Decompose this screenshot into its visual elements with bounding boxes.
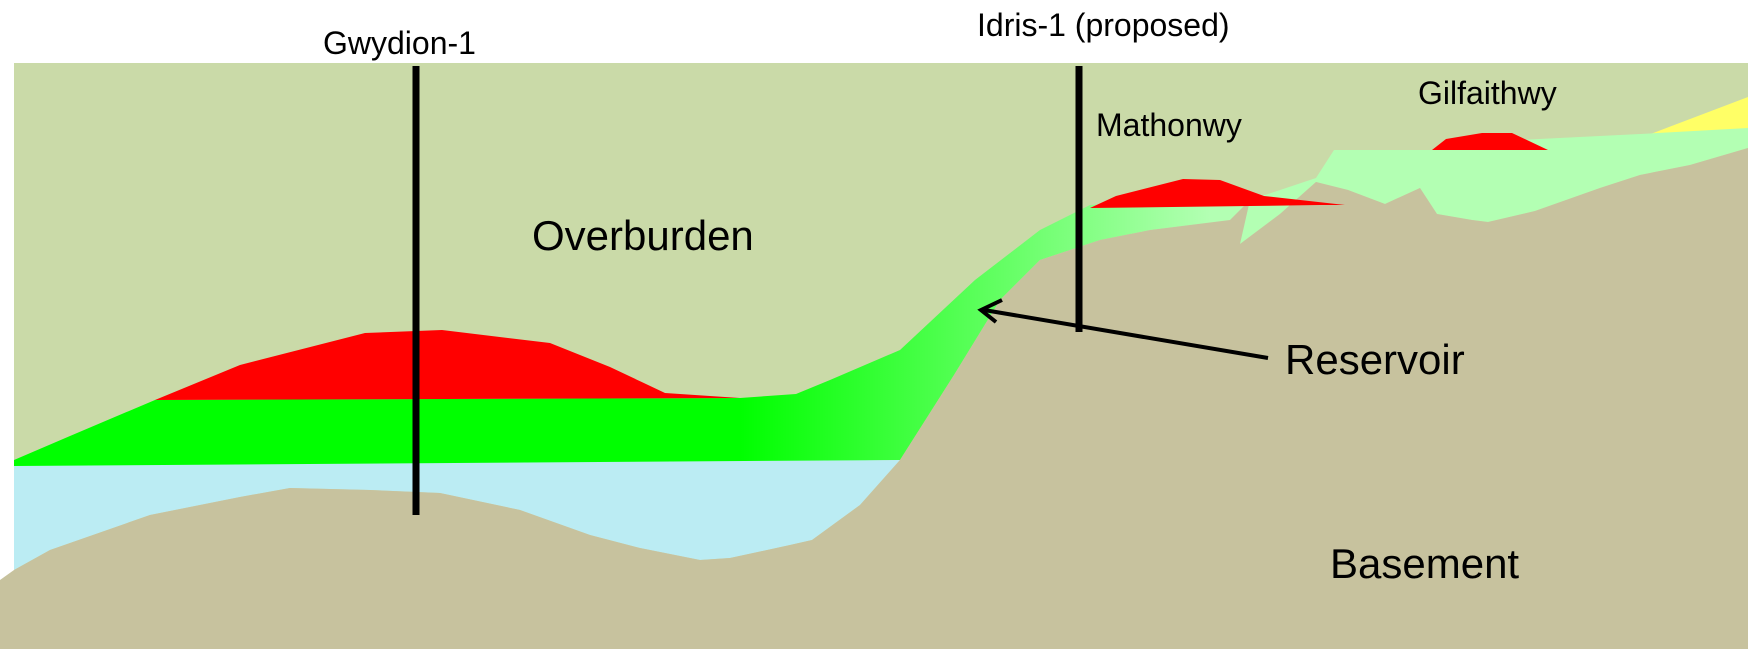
water-leg: [14, 460, 900, 570]
idris-well-label: Idris-1 (proposed): [977, 7, 1230, 43]
arrowhead-icon: [977, 298, 1003, 324]
reservoir-layer: [14, 200, 1250, 468]
reservoir-layer-upper: [1120, 128, 1748, 244]
reservoir-label: Reservoir: [1285, 336, 1465, 383]
reservoir-arrow: [983, 308, 1269, 360]
mathonwy-accumulation: [1090, 179, 1345, 208]
basement-label: Basement: [1330, 540, 1519, 587]
overburden-label: Overburden: [532, 212, 754, 259]
gwydion-accumulation: [155, 330, 740, 400]
mathonwy-label: Mathonwy: [1096, 107, 1242, 143]
gilfaithwy-accumulation: [1432, 133, 1548, 150]
gwydion-well-label: Gwydion-1: [323, 25, 476, 61]
gilfaithwy-label: Gilfaithwy: [1418, 75, 1557, 111]
basement-layer: [0, 148, 1748, 649]
